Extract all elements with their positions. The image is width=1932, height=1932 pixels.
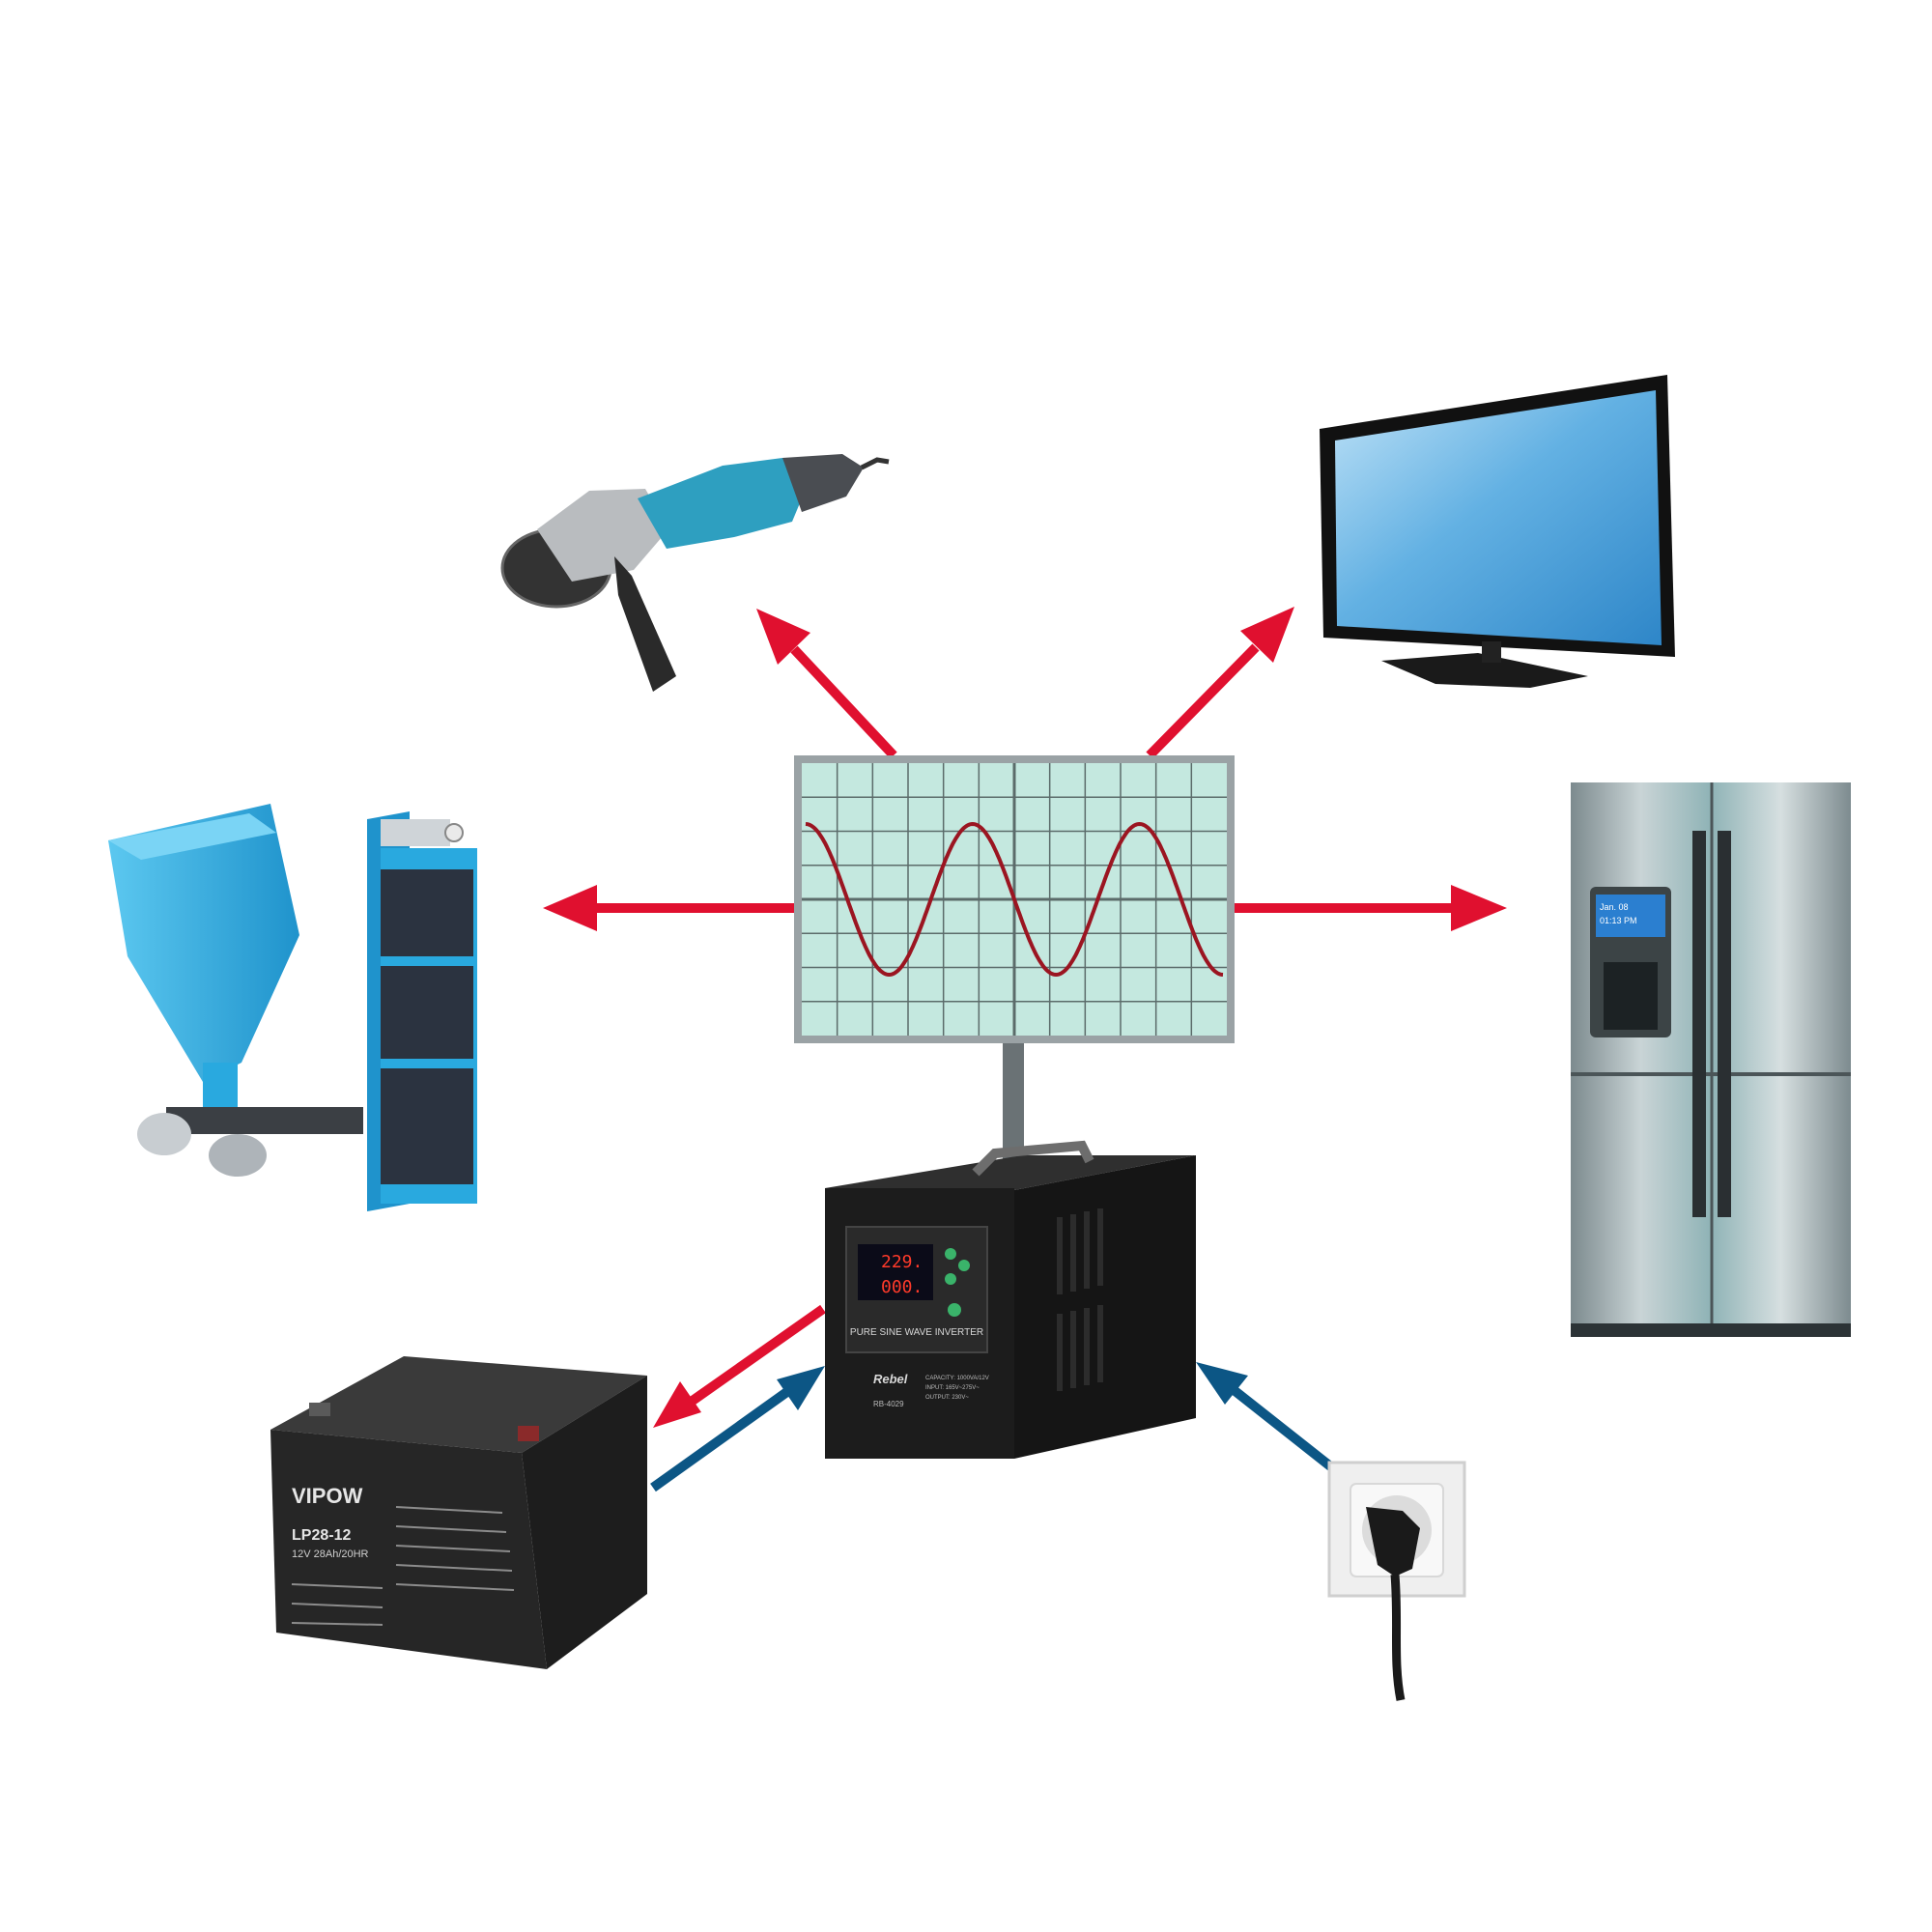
arrow-socket-to-inverter <box>1196 1362 1347 1480</box>
fridge-handle <box>1718 831 1731 1217</box>
inverter-display <box>858 1244 933 1300</box>
fridge-display-date: Jan. 08 <box>1600 902 1629 912</box>
grinder-cable <box>860 457 890 470</box>
grinder-side-handle <box>614 556 676 692</box>
battery-terminal <box>518 1426 539 1441</box>
tv-screen <box>1335 390 1662 645</box>
battery-brand: VIPOW <box>292 1484 363 1508</box>
wall-socket-icon <box>1327 1461 1466 1701</box>
oscilloscope-sine-icon <box>794 755 1235 1043</box>
tv-neck <box>1482 641 1501 663</box>
battery-side <box>522 1376 647 1669</box>
arrow-to-fridge <box>1233 885 1507 931</box>
boiler-gauge-icon <box>444 823 464 842</box>
inverter-spec-capacity: CAPACITY: 1000VA/12V <box>925 1376 989 1381</box>
fridge-water-dispenser <box>1604 962 1658 1030</box>
pellet-boiler-icon <box>108 804 477 1211</box>
grinder-head <box>537 489 668 582</box>
battery-front <box>270 1430 547 1669</box>
inverter-top <box>825 1155 1196 1190</box>
grinder-rear <box>782 454 864 512</box>
boiler-feeder-pipe <box>166 1107 363 1134</box>
boiler-hopper-lid <box>108 813 276 860</box>
battery-rating: 12V 28Ah/20HR <box>292 1548 369 1560</box>
battery-icon: VIPOW LP28-12 12V 28Ah/20HR <box>270 1356 647 1669</box>
battery-label-text-lines <box>291 1506 515 1626</box>
arrow-to-grinder <box>756 609 897 759</box>
inverter-power-button <box>948 1303 961 1317</box>
inverter-spec-output: OUTPUT: 230V~ <box>925 1395 969 1401</box>
boiler-feeder-chute <box>203 1063 238 1107</box>
fridge-icon: Jan. 08 01:13 PM <box>1571 782 1851 1337</box>
inverter-display-top: 229. <box>881 1252 923 1272</box>
plug-cable <box>1390 1574 1406 1701</box>
arrow-to-battery <box>653 1304 826 1428</box>
battery-terminal <box>309 1403 330 1416</box>
grinder-body <box>638 458 811 549</box>
tv-icon <box>1320 375 1675 688</box>
boiler-door <box>381 1068 473 1184</box>
sine-wave-trace <box>805 821 1224 978</box>
battery-model: LP28-12 <box>292 1527 351 1544</box>
inverter-spec-input: INPUT: 165V~275V~ <box>925 1385 980 1391</box>
scope-inverter-connector <box>1003 1043 1024 1159</box>
plug-icon <box>1366 1507 1420 1577</box>
boiler-motor-icon <box>209 1134 267 1177</box>
tv-stand <box>1381 653 1588 688</box>
fridge-handle <box>1692 831 1706 1217</box>
inverter-handle-icon <box>972 1140 1094 1177</box>
inverter-side <box>1014 1155 1196 1459</box>
inverter-panel-title: PURE SINE WAVE INVERTER <box>850 1327 983 1338</box>
scope-grid <box>802 763 1227 1036</box>
inverter-side-vents <box>1057 1208 1103 1391</box>
battery-top <box>270 1356 647 1453</box>
arrow-to-boiler <box>543 885 794 931</box>
inverter-display-bottom: 000. <box>881 1277 923 1297</box>
boiler-door <box>381 966 473 1059</box>
inverter-button <box>945 1248 956 1260</box>
fridge-display <box>1596 895 1665 937</box>
inverter-button <box>958 1260 970 1271</box>
boiler-control-panel <box>381 819 450 846</box>
boiler-hopper <box>108 804 299 1082</box>
arrow-battery-to-inverter <box>650 1366 825 1492</box>
boiler-door <box>381 869 473 956</box>
fridge-display-time: 01:13 PM <box>1600 916 1637 925</box>
fridge-base <box>1571 1323 1851 1337</box>
inverter-button <box>945 1273 956 1285</box>
angle-grinder-icon <box>500 454 890 692</box>
boiler-motor-icon <box>137 1113 191 1155</box>
inverter-brand: Rebel <box>873 1372 908 1386</box>
arrow-to-tv <box>1146 607 1294 759</box>
inverter-model: RB-4029 <box>873 1400 904 1408</box>
inverter-icon: 229. 000. PURE SINE WAVE INVERTER Rebel … <box>825 1140 1196 1459</box>
